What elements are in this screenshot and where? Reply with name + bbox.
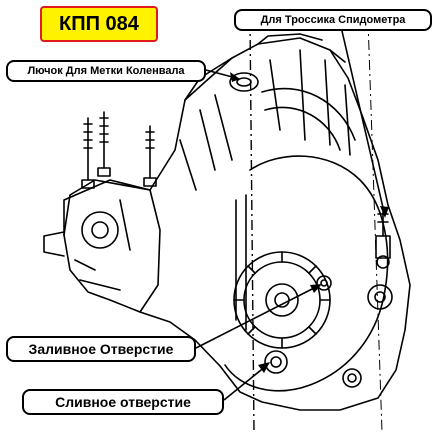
- callout-drain-hole: Сливное отверстие: [22, 389, 224, 415]
- end-cover-hub: [81, 211, 119, 249]
- housing-outline: [63, 37, 411, 411]
- output-flange-hub: [265, 283, 299, 317]
- crank-hatch: [229, 72, 259, 92]
- output-flange-spokes: [233, 251, 331, 349]
- end-cover-details: [74, 199, 131, 291]
- arrow-drain: [258, 362, 270, 373]
- callout-crank-hatch: Лючок Для Метки Коленвала: [6, 60, 206, 82]
- lower-right-boss: [342, 368, 362, 388]
- leader-fill: [195, 285, 319, 349]
- fill-plug-inner: [320, 279, 328, 287]
- stud-base: [81, 167, 157, 189]
- leader-drain: [223, 365, 267, 401]
- drain-plug-inner: [270, 356, 282, 368]
- centre-line: [249, 19, 255, 432]
- right-mount-boss: [367, 284, 393, 310]
- end-cover: [63, 179, 161, 313]
- callout-speedometer-cable: Для Троссика Спидометра: [234, 9, 432, 31]
- upper-flange: [184, 33, 346, 101]
- left-shaft: [43, 231, 65, 257]
- arrow-speedo: [380, 206, 389, 218]
- leader-speedo: [341, 30, 385, 213]
- shift-stud-3: [145, 125, 155, 179]
- drain-plug: [264, 350, 288, 374]
- gearbox-title-badge: КПП 084: [40, 6, 158, 42]
- arrow-fill: [310, 284, 322, 293]
- fill-plug: [316, 275, 332, 291]
- speedometer-drive-nut: [376, 255, 390, 269]
- speedometer-drive-stem: [377, 211, 389, 237]
- bell-housing-inner: [224, 155, 389, 392]
- right-axis-line: [367, 19, 383, 432]
- end-cover-hub-inner: [91, 221, 109, 239]
- callout-fill-hole: Заливное Отверстие: [6, 336, 196, 362]
- lower-right-boss-inner: [347, 373, 357, 383]
- bell-housing-ribs: [269, 49, 351, 156]
- shift-stud-1: [83, 117, 93, 181]
- right-mount-boss-inner: [374, 291, 386, 303]
- housing-fins: [179, 94, 247, 331]
- shift-stud-2: [99, 111, 109, 169]
- arrow-crank: [230, 72, 240, 82]
